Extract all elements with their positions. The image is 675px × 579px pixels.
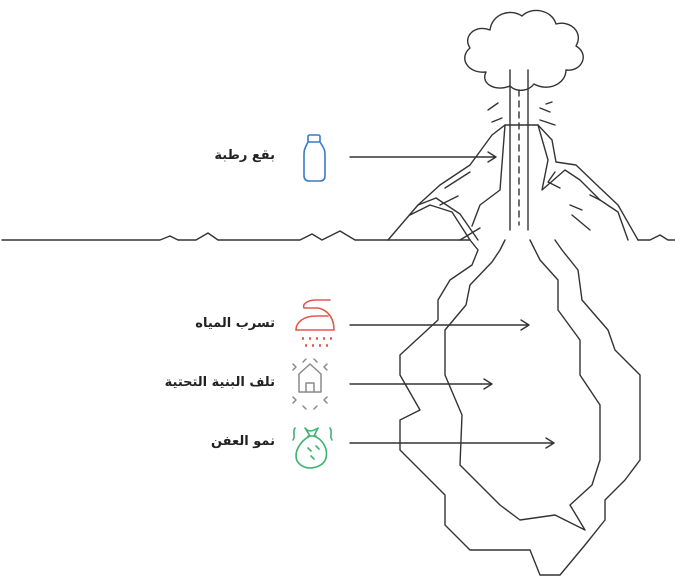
ground-line: [1, 230, 389, 241]
smoke-cloud: [464, 9, 584, 91]
iron-steam-icon: [295, 299, 335, 347]
arrow-mold-growth: [349, 437, 555, 449]
iceberg-inner: [444, 239, 601, 531]
arrow-water-leak: [349, 319, 530, 331]
ground-line-right: [637, 234, 675, 241]
mold-bag-icon: [292, 427, 333, 469]
arrows: [349, 151, 555, 449]
bottle-icon: [303, 134, 326, 182]
label-infrastructure-damage: تلف البنية التحتية: [164, 375, 275, 390]
arrow-moisture-spots: [349, 151, 497, 163]
arrow-infrastructure-damage: [349, 378, 493, 390]
volcano: [387, 69, 639, 241]
house-damage-icon: [292, 358, 328, 410]
label-mold-growth: نمو العفن: [210, 434, 275, 449]
label-water-leak: تسرب المياه: [195, 316, 275, 331]
iceberg-outer: [399, 239, 641, 576]
label-moisture-spots: بقع رطبة: [214, 148, 275, 163]
